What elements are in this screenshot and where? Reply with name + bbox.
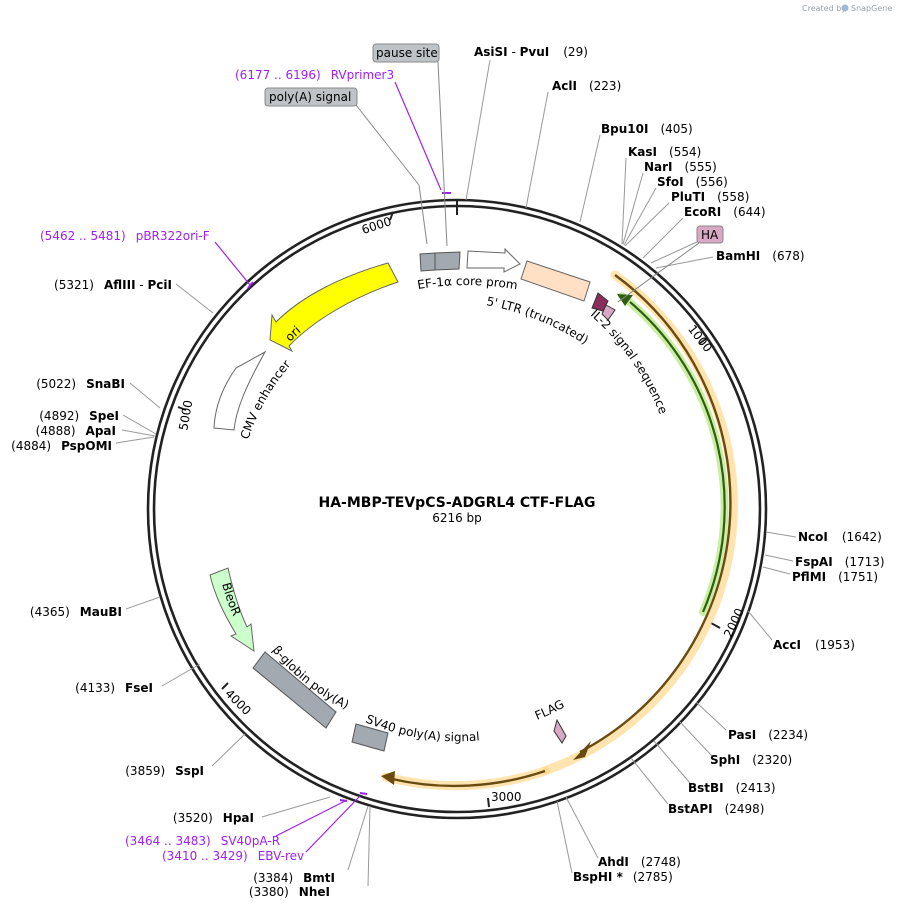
restriction-sites: AsiSI - PvuI(29) AclI(223) Bpu10I(405) K… [11,45,884,899]
ef1a-promoter-feature [466,247,521,273]
site-kasi: KasI(554) [628,145,701,159]
ltr-feature [520,260,591,302]
snapgene-logo-icon [841,4,849,12]
flag-label: FLAG [533,697,567,723]
primer-ebv-rev: (3410 .. 3429)EBV-rev [162,849,304,863]
site-acci: AccI(1953) [773,638,855,652]
tick-3000 [487,797,490,808]
primers: (6177 .. 6196)RVprimer3 (5462 .. 5481)pB… [40,68,451,863]
polya-signal-text: poly(A) signal [269,90,351,104]
flag-feature [553,718,567,744]
ori-feature [269,262,399,353]
site-nhei: (3380)NheI [249,885,330,899]
lower-orf-arrow-icon [381,771,395,785]
site-bstbi: BstBI(2413) [688,781,776,795]
beta-globin-polya-feature [252,651,337,729]
site-fspai: FspAI(1713) [795,555,885,569]
tick-5000 [177,406,187,411]
inner-orf-line [629,301,726,613]
tick-label-2000: 2000 [721,606,747,640]
site-sphi: SphI(2320) [710,753,792,767]
pause-site-box [372,43,440,63]
boxed-labels: pause site poly(A) signal HA [264,43,724,303]
site-pspomi: (4884)PspOMI [11,439,112,453]
site-asisi-pvui: AsiSI - PvuI(29) [474,45,588,59]
cmv-enhancer-feature [213,350,267,431]
plasmid-name: HA-MBP-TEVpCS-ADGRL4 CTF-FLAG [319,495,596,511]
outer-orf-line [579,274,732,754]
ha-text: HA [701,228,719,242]
polya-signal-box [264,87,358,107]
il2-label: IL-2 signal sequence [588,307,670,416]
feature-labels: EF-1α core promoter 5' LTR (truncated) I… [0,0,670,744]
site-bsphi: BspHI *(2785) [573,870,673,884]
site-acli: AclI(223) [552,79,621,93]
ef1a-label: EF-1α core promoter [0,0,519,292]
site-ncoi: NcoI(1642) [798,530,882,544]
pause-site-feature [419,252,436,272]
site-spei: (4892)SpeI [39,409,119,423]
snapgene-credit: Created by SnapGene [802,4,892,13]
polya-signal-feature [434,251,461,271]
features [209,247,616,752]
site-bstapi: BstAPI(2498) [668,802,764,816]
site-pflmi: PflMI(1751) [792,570,878,584]
site-ecori: EcoRI(644) [684,205,766,219]
site-fsei: (4133)FseI [75,681,153,695]
tick-label-3000: 3000 [491,790,522,804]
credit-brand: SnapGene [851,4,892,13]
tick-1000 [698,337,708,345]
sv40-polya-feature [351,723,389,752]
primer-pbr322ori-f: (5462 .. 5481)pBR322ori-F [40,229,210,243]
site-bpu10i: Bpu10I(405) [601,122,693,136]
ha-tag-feature [601,304,616,321]
site-pluti: PluTI(558) [671,190,749,204]
pause-site-text: pause site [376,46,438,60]
site-nari: NarI(555) [644,160,717,174]
site-maubi: (4365)MauBI [30,605,122,619]
site-snabi: (5022)SnaBI [36,377,125,391]
site-apai: (4888)ApaI [36,424,116,438]
site-ahdi: AhdI(2748) [598,855,681,869]
ha-box [696,225,724,244]
inner-orf-arrow-icon [617,294,633,306]
outer-orf-arrow-icon [573,741,591,760]
tick-4000 [221,682,229,690]
orf-arcs [381,270,738,791]
site-pasi: PasI(2234) [728,728,808,742]
site-sspi: (3859)SspI [125,764,204,778]
ltr-label: 5' LTR (truncated) [485,294,591,347]
tick-marks [177,200,721,808]
primer-rvprimer3: (6177 .. 6196)RVprimer3 [235,68,394,82]
site-leaders [115,59,797,887]
site-sfoi: SfoI(556) [657,175,728,189]
tick-2000 [710,622,721,629]
tick-label-6000: 6000 [360,214,393,237]
site-hpai: (3520)HpaI [173,811,254,825]
bleor-feature [209,567,255,652]
plasmid-size: 6216 bp [432,511,482,525]
credit-prefix: Created by [802,4,846,13]
site-bamhi: BamHI(678) [716,249,805,263]
svg-text:AsiSI - PvuI(29): AsiSI - PvuI(29) [474,45,588,59]
primer-sv40pa-r: (3464 .. 3483)SV40pA-R [125,834,280,848]
tick-label-4000: 4000 [222,686,253,717]
site-bmti: (3384)BmtI [253,871,335,885]
site-afliii-pcii: (5321)AflIII - PciI [54,278,172,292]
lower-orf-line [391,769,546,788]
tick-label-5000: 5000 [176,399,195,432]
tick-6000 [389,211,394,221]
